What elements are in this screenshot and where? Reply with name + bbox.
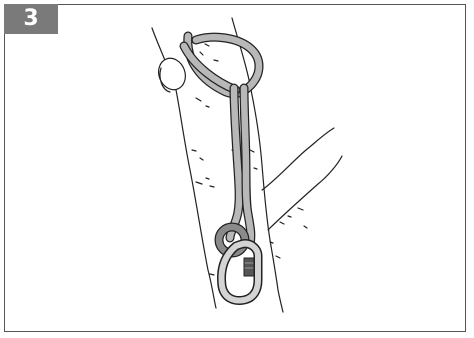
sling-loop-icon [184,36,259,244]
